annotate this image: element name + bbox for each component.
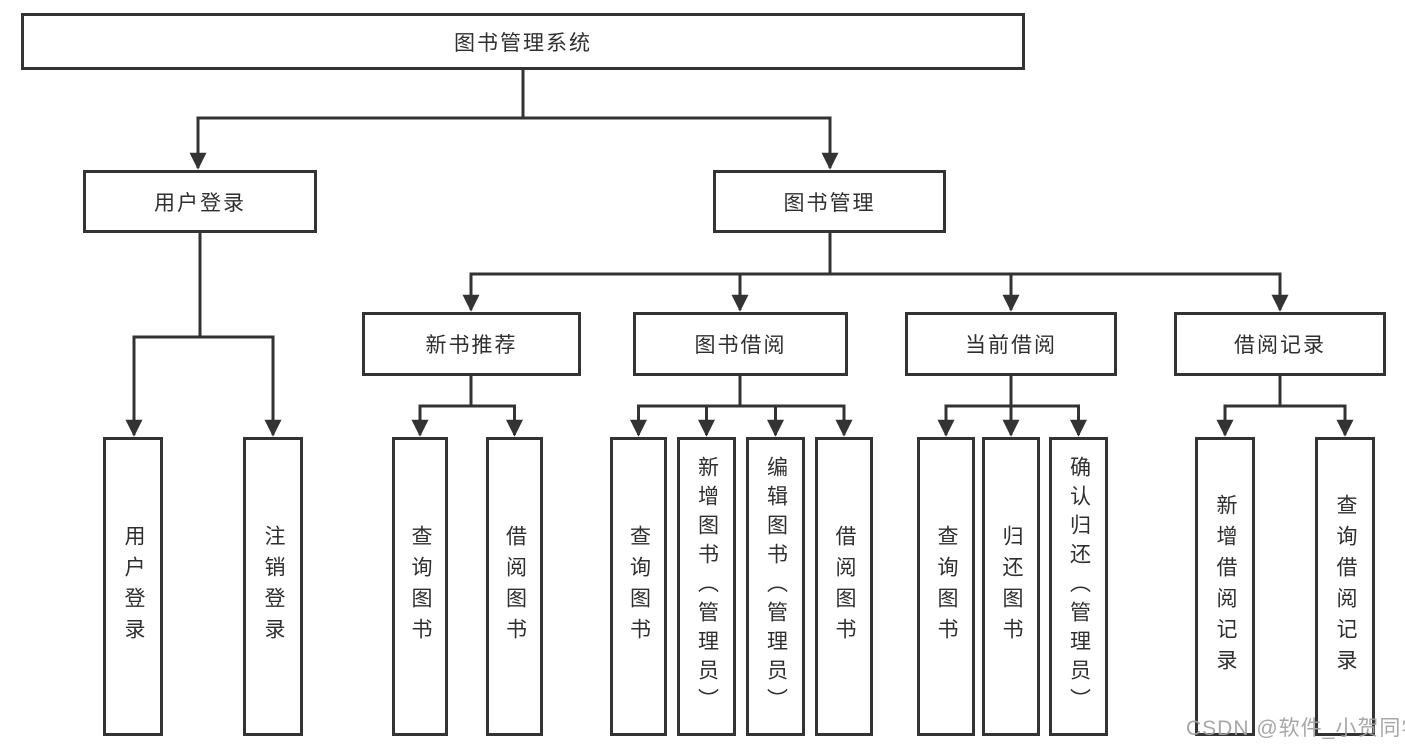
leaf-user-login: 用户登录 bbox=[103, 437, 163, 736]
leaf-query-borrow-record: 查询借阅记录 bbox=[1315, 437, 1375, 736]
node-book-management: 图书管理 bbox=[713, 170, 946, 233]
node-current-borrow: 当前借阅 bbox=[905, 312, 1117, 376]
node-book-borrow: 图书借阅 bbox=[633, 312, 848, 376]
leaf-return-book: 归还图书 bbox=[982, 437, 1040, 736]
leaf-add-borrow-record: 新增借阅记录 bbox=[1195, 437, 1255, 736]
leaf-add-book-admin: 新增图书（管理员） bbox=[677, 437, 736, 736]
node-borrow-record-label: 借阅记录 bbox=[1234, 334, 1326, 357]
csdn-watermark: CSDN @软件_小贺同学 bbox=[1186, 717, 1405, 740]
node-user-login-label: 用户登录 bbox=[154, 191, 246, 215]
node-root-label: 图书管理系统 bbox=[454, 31, 592, 55]
node-user-login: 用户登录 bbox=[83, 170, 317, 233]
node-book-management-label: 图书管理 bbox=[783, 191, 876, 215]
node-root: 图书管理系统 bbox=[21, 13, 1025, 70]
leaf-confirm-return-admin: 确认归还（管理员） bbox=[1049, 437, 1108, 736]
leaf-query-book-3: 查询图书 bbox=[917, 437, 975, 736]
leaf-query-book-1: 查询图书 bbox=[392, 437, 448, 736]
leaf-borrow-book-2: 借阅图书 bbox=[815, 437, 873, 736]
node-book-borrow-label: 图书借阅 bbox=[694, 334, 787, 357]
leaf-logout: 注销登录 bbox=[243, 437, 303, 736]
node-new-book-recommend-label: 新书推荐 bbox=[425, 334, 518, 357]
node-current-borrow-label: 当前借阅 bbox=[965, 334, 1057, 357]
node-borrow-record: 借阅记录 bbox=[1174, 312, 1386, 376]
leaf-borrow-book-1: 借阅图书 bbox=[486, 437, 543, 736]
leaf-edit-book-admin: 编辑图书（管理员） bbox=[746, 437, 805, 736]
leaf-query-book-2: 查询图书 bbox=[610, 437, 667, 736]
node-new-book-recommend: 新书推荐 bbox=[362, 312, 581, 376]
